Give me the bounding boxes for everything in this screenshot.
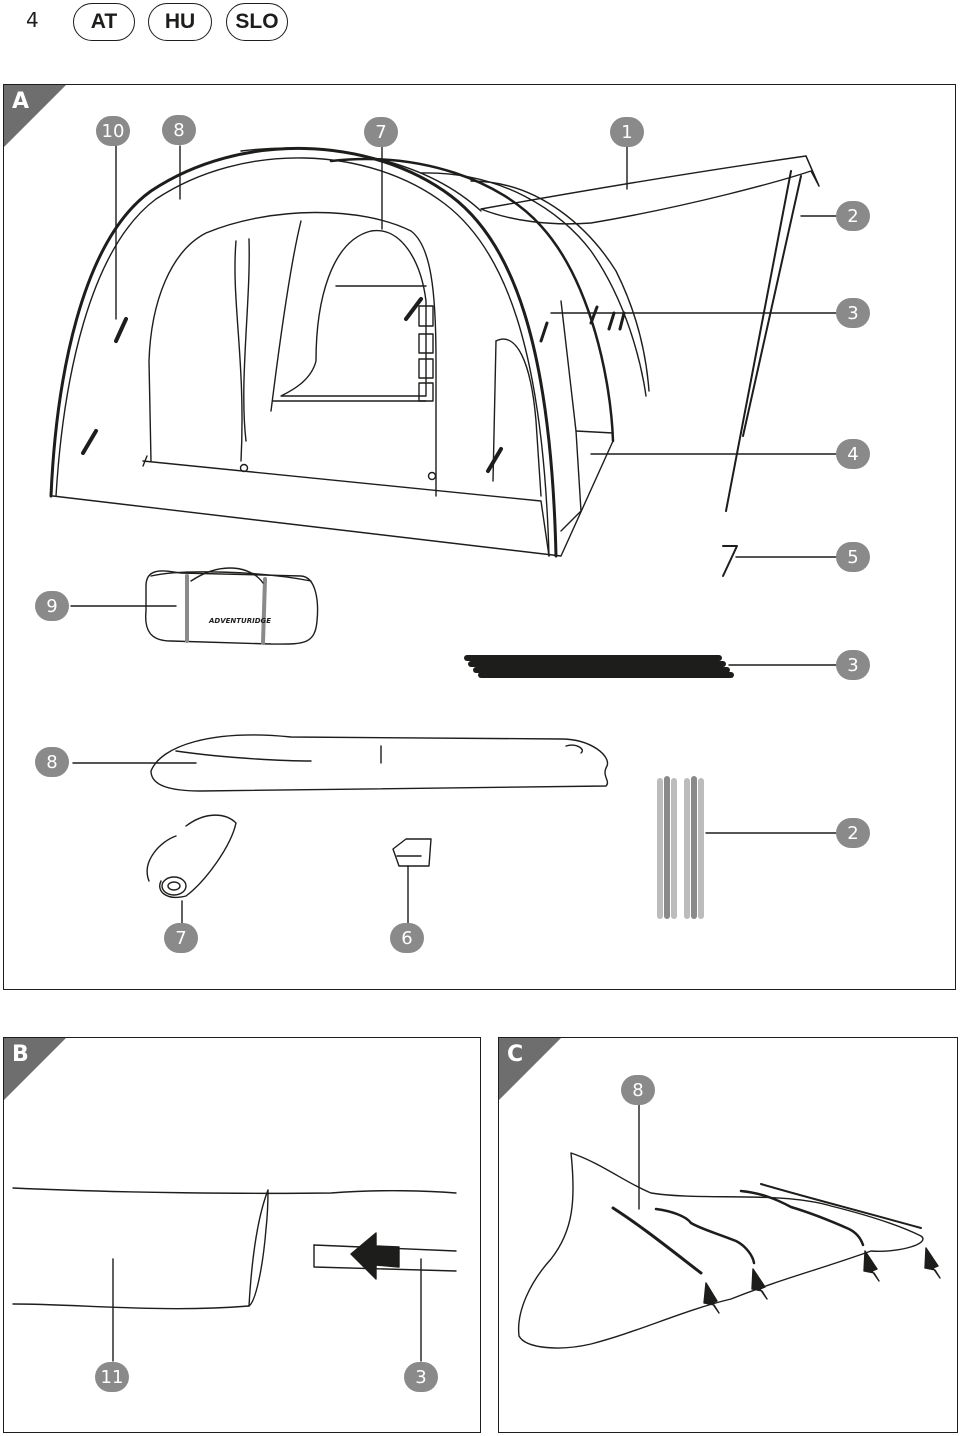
callout-3: 3	[404, 1362, 438, 1392]
pole-insertion-illustration	[12, 1187, 457, 1362]
panel-c: C 8	[498, 1037, 958, 1433]
callout-4: 4	[836, 439, 870, 469]
country-badge-hu: HU	[148, 3, 212, 41]
panel-b-corner	[4, 1038, 66, 1100]
callout-2-poles: 2	[836, 818, 870, 848]
country-badge-at: AT	[73, 3, 135, 41]
bag-logo: ADVENTURIDGE	[209, 617, 272, 625]
callout-6: 6	[390, 923, 424, 953]
panel-c-letter: C	[507, 1042, 524, 1067]
country-badge-slo: SLO	[226, 3, 288, 41]
callout-9: 9	[35, 591, 69, 621]
page-number: 4	[26, 8, 39, 32]
callout-5: 5	[836, 542, 870, 572]
pole-drawing	[12, 1187, 457, 1362]
callout-7-top: 7	[364, 117, 398, 147]
panel-b: B 11 3	[3, 1037, 481, 1433]
tent-parts-illustration	[49, 145, 844, 927]
callout-1: 1	[610, 117, 644, 147]
callout-8: 8	[621, 1075, 655, 1105]
sleeves-drawing	[517, 1096, 941, 1349]
panel-a: A 10 8 7 1 2 3 4 5 9 3 8 2 7 6 ADVENTURI…	[3, 84, 956, 990]
panel-c-corner	[499, 1038, 561, 1100]
callout-2-top: 2	[836, 201, 870, 231]
panel-a-corner	[4, 85, 66, 147]
tent-drawing	[49, 145, 844, 927]
panel-b-letter: B	[12, 1042, 29, 1067]
callout-11: 11	[95, 1362, 129, 1392]
tent-sleeves-illustration	[517, 1096, 941, 1349]
callout-7-mat: 7	[164, 923, 198, 953]
panel-a-letter: A	[12, 89, 30, 114]
callout-3-poles: 3	[836, 650, 870, 680]
callout-10: 10	[96, 116, 130, 146]
callout-8-bag: 8	[35, 747, 69, 777]
callout-3-top: 3	[836, 298, 870, 328]
callout-8-top: 8	[162, 115, 196, 145]
